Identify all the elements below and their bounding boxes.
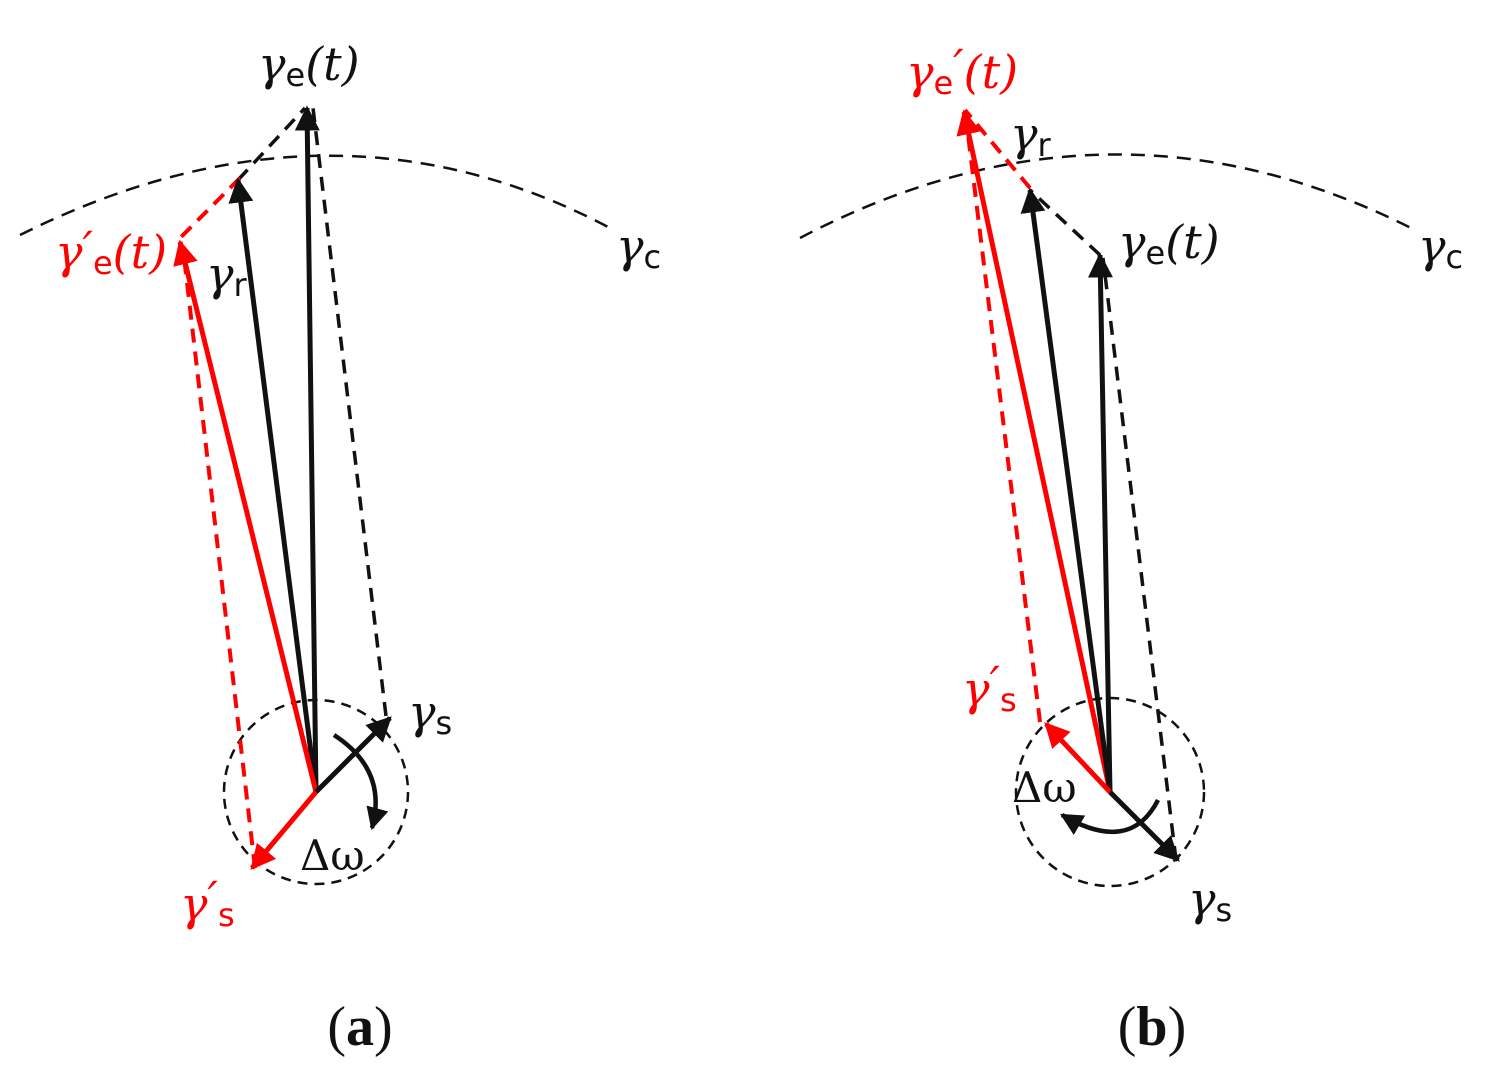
panel-a-gs-vector xyxy=(314,716,392,794)
panel-b-label-ge: γe(t) xyxy=(1118,215,1220,272)
panel-b-dashed-gs-to-ge xyxy=(1101,257,1178,861)
panel-a-label-gc: γc xyxy=(616,219,661,276)
panel-b-label-gr: γr xyxy=(1010,107,1052,164)
panel-a-label-gr: γr xyxy=(206,247,248,304)
panel-a-dashed-gs-prime-to-ge-prime xyxy=(181,247,257,869)
panel-b-dashed-ge-to-gr xyxy=(1028,188,1102,257)
panel-a-gamma-c-arc xyxy=(19,154,611,237)
panel-a-dashed-gr-to-ge xyxy=(236,106,307,182)
panel-b-gs-prime-vector xyxy=(1044,722,1112,794)
panel-b-dashed-gr-to-ge-prime xyxy=(963,108,1032,190)
panel-b-rotation-arrow xyxy=(1060,798,1161,835)
panel-a-gs-prime-vector xyxy=(250,790,318,870)
panel-b-ge-vector xyxy=(1087,252,1113,793)
panel-a-label-ge: γe(t) xyxy=(258,37,360,94)
panel-b-label-gc: γc xyxy=(1418,219,1463,276)
panel-a-rotation-arrow xyxy=(332,733,389,831)
panel-b-dashed-gs-prime-to-ge-prime xyxy=(963,109,1042,723)
panel-a-ge-prime-vector xyxy=(173,239,319,793)
panel-b-caption: (b) xyxy=(1118,996,1186,1058)
panel-a-gr-vector xyxy=(228,177,319,793)
panel-b-ge-prime-vector xyxy=(956,109,1113,793)
panel-b-label-gs: γs xyxy=(1188,872,1232,929)
panel-a-caption: (a) xyxy=(327,996,392,1058)
panel-b-gamma-c-arc xyxy=(799,153,1416,240)
panel-b: γe′(t) γr γe(t) γc γ′s γs Δω (b) xyxy=(799,39,1463,1058)
panel-a: γe(t) γ′e(t) γr γc γs γ′s Δω (a) xyxy=(19,37,661,1058)
panel-b-label-gs-prime: γ′s xyxy=(962,656,1017,719)
panel-a-dashed-gs-to-ge xyxy=(311,107,388,717)
panel-a-label-gs-prime: γ′s xyxy=(180,871,235,934)
panel-a-ge-vector xyxy=(294,105,320,793)
panel-b-gr-vector xyxy=(1020,187,1113,793)
panel-a-dashed-gr-to-ge-prime xyxy=(176,176,242,242)
panel-b-label-ge-prime: γe′(t) xyxy=(906,39,1018,102)
panel-a-label-ge-prime: γ′e(t) xyxy=(55,221,167,282)
panel-a-label-gs: γs xyxy=(408,685,452,742)
panel-b-label-delta-omega: Δω xyxy=(1012,763,1077,812)
panel-b-gs-vector xyxy=(1108,790,1180,862)
panel-a-label-delta-omega: Δω xyxy=(300,831,365,880)
